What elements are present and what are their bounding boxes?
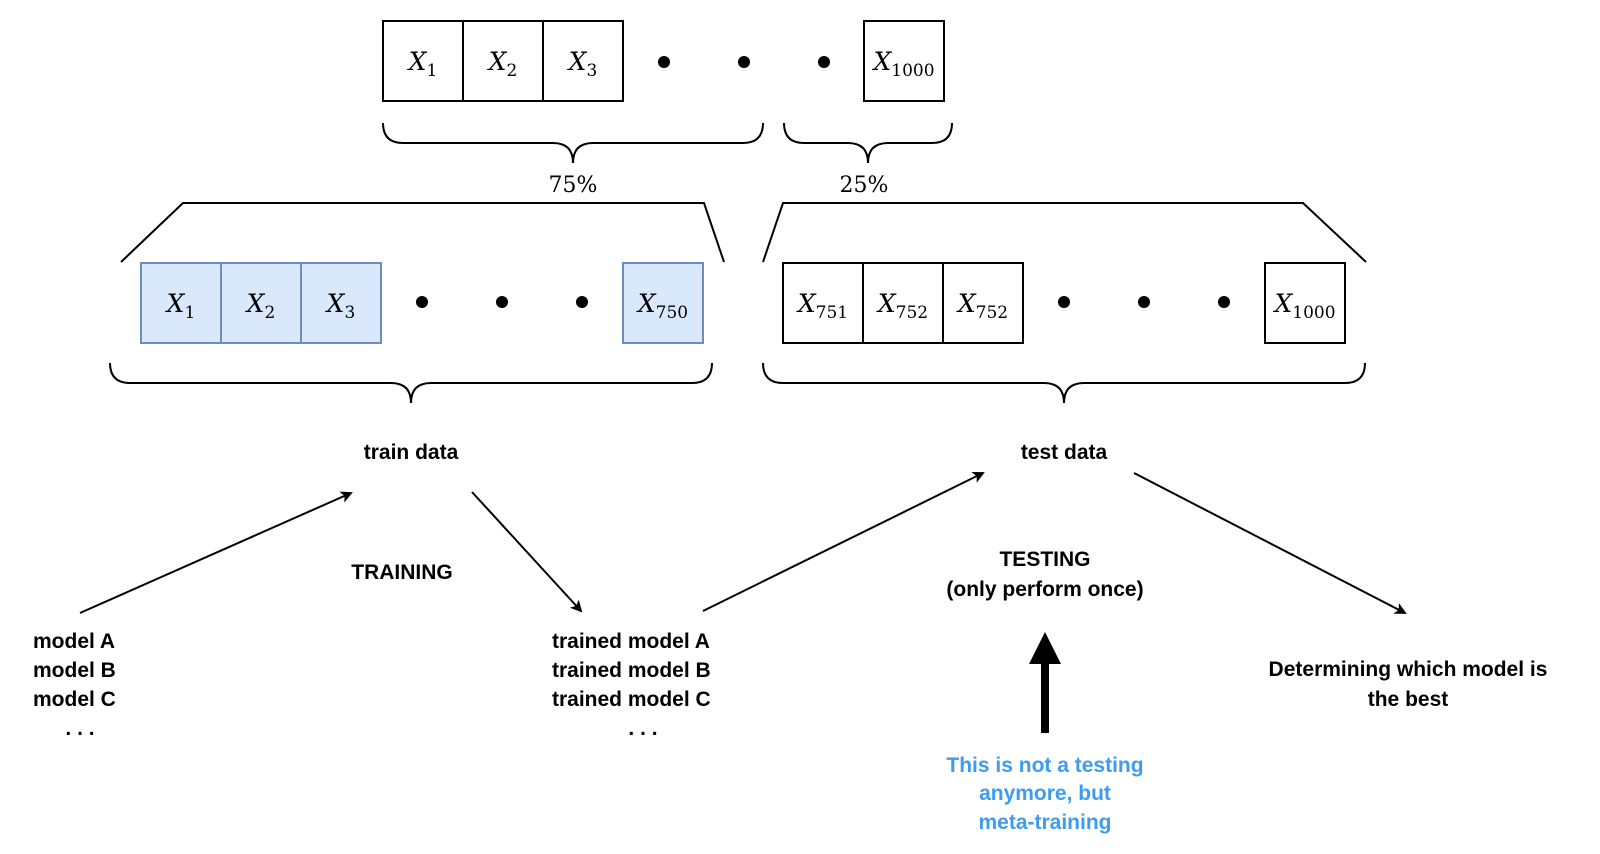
test-cell-3: X752 [942, 262, 1024, 344]
svg-text:X3: X3 [567, 47, 598, 81]
train-cell-2: X2 [220, 262, 302, 344]
svg-text:X1: X1 [407, 47, 438, 81]
svg-text:X750: X750 [636, 289, 688, 323]
ellipsis-dots [416, 296, 588, 308]
train-cell-last: X750 [622, 262, 704, 344]
percent-25-label: 25% [840, 173, 889, 198]
test-set-row: X751 X752 X752 X1000 [782, 262, 1346, 344]
result-line-1: Determining which model is [1269, 658, 1548, 681]
list-more: . . . [65, 717, 94, 740]
dataset-cell-last: X1000 [863, 20, 945, 102]
split-brace-25: 25% [783, 122, 953, 198]
svg-text:X752: X752 [876, 289, 928, 323]
test-brace [762, 362, 1366, 404]
testing-subtitle: (only perform once) [946, 578, 1143, 601]
list-more: . . . [628, 717, 657, 740]
test-cell-2: X752 [862, 262, 944, 344]
svg-text:X2: X2 [487, 47, 518, 81]
train-cell-1: X1 [140, 262, 222, 344]
list-item: trained model C [552, 688, 711, 711]
result-label: Determining which model is the best [1269, 658, 1548, 711]
list-item: trained model B [552, 659, 711, 682]
meta-training-note: This is not a testing anymore, but meta-… [946, 754, 1143, 834]
training-label: TRAINING [351, 561, 453, 584]
svg-text:X1000: X1000 [871, 47, 934, 81]
full-dataset-row: X1 X2 X3 X1000 [382, 20, 945, 102]
svg-text:X1000: X1000 [1272, 289, 1335, 323]
train-cell-3: X3 [300, 262, 382, 344]
result-line-2: the best [1368, 688, 1449, 711]
test-cell-1: X751 [782, 262, 864, 344]
arrow-trained-models-to-test-data [702, 472, 985, 612]
list-item: model A [33, 630, 115, 653]
note-line-3: meta-training [978, 811, 1111, 834]
dataset-cell-3: X3 [542, 20, 624, 102]
ellipsis-dots [1058, 296, 1230, 308]
svg-text:X1: X1 [165, 289, 196, 323]
trained-model-list: trained model A trained model B trained … [552, 630, 711, 740]
train-data-label: train data [364, 441, 459, 464]
percent-75-label: 75% [549, 173, 598, 198]
testing-title: TESTING [999, 548, 1090, 571]
arrow-models-to-train-data [79, 491, 353, 614]
note-line-1: This is not a testing [946, 754, 1143, 777]
svg-text:X751: X751 [796, 289, 848, 323]
ellipsis-dots [658, 56, 830, 68]
dataset-cell-2: X2 [462, 20, 544, 102]
svg-text:X2: X2 [245, 289, 276, 323]
list-item: trained model A [552, 630, 710, 653]
arrow-train-data-to-trained-models [471, 491, 583, 613]
dataset-cell-1: X1 [382, 20, 464, 102]
svg-text:X752: X752 [956, 289, 1008, 323]
test-expansion-shape [762, 202, 1367, 263]
list-item: model B [33, 659, 116, 682]
testing-label: TESTING (only perform once) [946, 548, 1143, 601]
split-brace-75: 75% [382, 122, 764, 198]
list-item: model C [33, 688, 116, 711]
arrow-test-data-to-result [1133, 472, 1407, 614]
train-set-row: X1 X2 X3 X750 [140, 262, 704, 344]
test-data-label: test data [1021, 441, 1108, 464]
note-line-2: anymore, but [979, 782, 1111, 805]
svg-text:X3: X3 [325, 289, 356, 323]
train-brace [109, 362, 713, 404]
test-cell-last: X1000 [1264, 262, 1346, 344]
model-list: model A model B model C . . . [33, 630, 116, 740]
train-expansion-shape [120, 202, 725, 263]
